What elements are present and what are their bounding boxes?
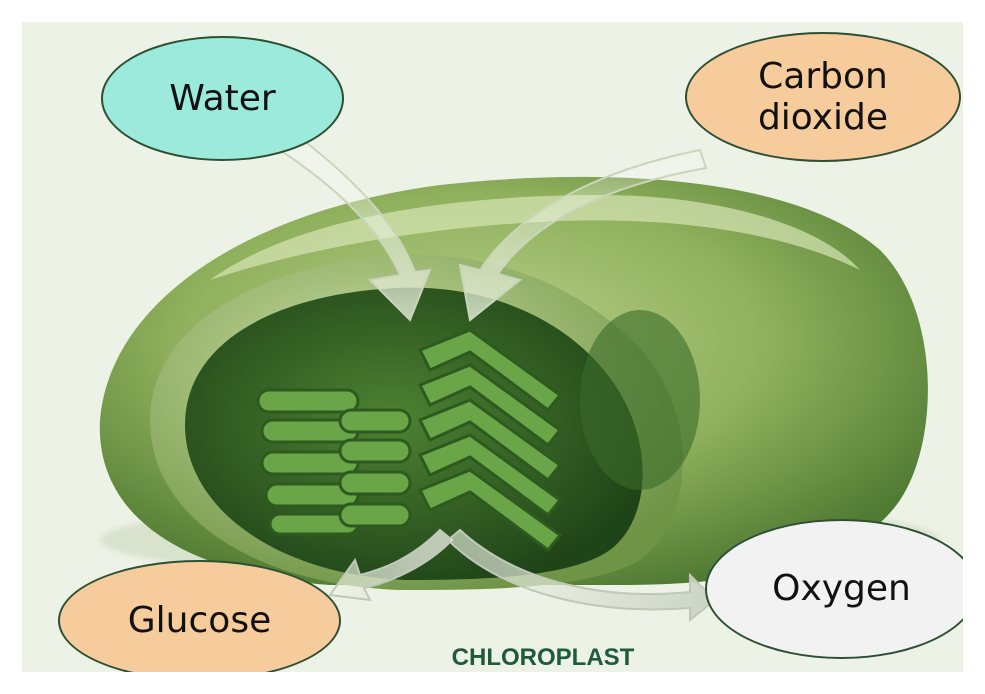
carbon-dioxide-text: Carbon dioxide (758, 56, 888, 139)
arrow-icon (360, 0, 430, 18)
oxygen-label: Oxygen (705, 519, 978, 659)
oxygen-text: Oxygen (772, 568, 911, 609)
water-text: Water (169, 78, 275, 119)
chloroplast-caption: CHLOROPLAST (418, 644, 668, 672)
water-label: Water (101, 36, 344, 161)
inner-lobe (580, 310, 700, 490)
glucose-label: Glucose (58, 560, 341, 681)
glucose-text: Glucose (128, 600, 271, 641)
carbon-dioxide-label: Carbon dioxide (685, 32, 961, 162)
